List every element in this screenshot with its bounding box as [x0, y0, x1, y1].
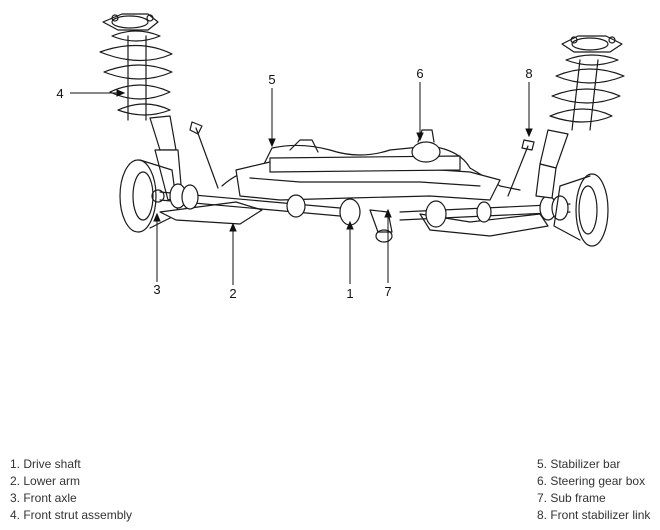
legend-right: 5. Stabilizer bar 6. Steering gear box 7…: [537, 456, 650, 524]
right-knuckle: [553, 173, 609, 247]
legend-item-lower-arm: 2. Lower arm: [10, 474, 81, 488]
callout-arrow-5: [268, 138, 276, 148]
callout-1: 1: [346, 286, 353, 301]
callout-2: 2: [229, 286, 236, 301]
left-stabilizer-link: [189, 121, 219, 189]
callout-arrow-1: [346, 220, 354, 230]
legend-left: 1. Drive shaft 2. Lower arm 3. Front axl…: [10, 456, 132, 524]
callout-6: 6: [416, 66, 423, 81]
right-strut-assembly: [535, 35, 625, 199]
right-lower-arm: [419, 213, 549, 237]
left-lower-arm: [159, 201, 263, 225]
legend-item-steering-gear-box: 6. Steering gear box: [537, 474, 646, 488]
callout-3: 3: [153, 282, 160, 297]
callout-arrow-8: [525, 128, 533, 138]
right-stabilizer-link: [507, 139, 535, 197]
legend-item-sub-frame: 7. Sub frame: [537, 491, 606, 505]
left-drive-shaft: [159, 183, 361, 226]
callout-8: 8: [525, 66, 532, 81]
callout-7: 7: [384, 284, 391, 299]
callout-arrow-7: [384, 208, 392, 218]
front-suspension-diagram: 1 2 3 4 5 6 7 8: [56, 13, 625, 301]
steering-gear-box: [269, 129, 461, 173]
callout-5: 5: [268, 72, 275, 87]
legend-item-stabilizer-bar: 5. Stabilizer bar: [537, 457, 621, 471]
right-drive-shaft: [399, 195, 571, 228]
legend-item-front-stabilizer-link: 8. Front stabilizer link: [537, 508, 651, 522]
callout-arrow-4: [116, 89, 126, 97]
legend-item-drive-shaft: 1. Drive shaft: [10, 457, 81, 471]
legend-item-front-strut-assembly: 4. Front strut assembly: [10, 508, 133, 522]
callout-arrow-3: [153, 212, 161, 222]
callout-arrow-2: [229, 222, 237, 232]
legend-item-front-axle: 3. Front axle: [10, 491, 77, 505]
callout-4: 4: [56, 86, 63, 101]
callout-arrow-6: [416, 132, 424, 142]
